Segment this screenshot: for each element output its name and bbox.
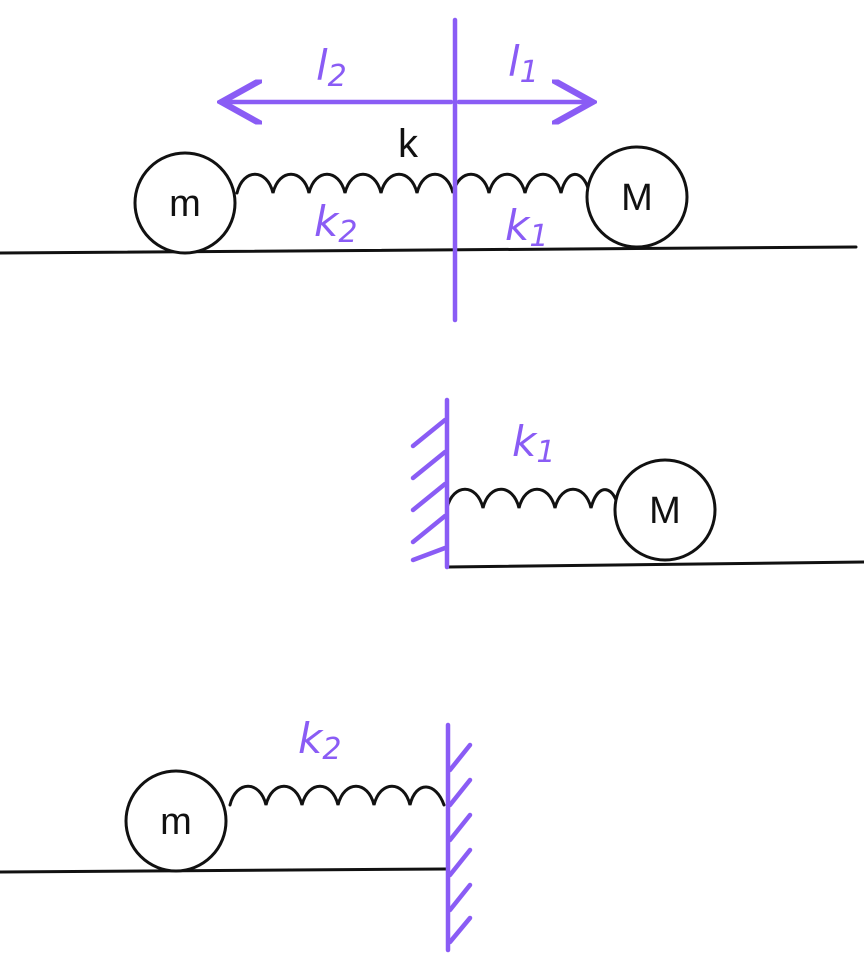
middle-wall-hatching bbox=[410, 417, 448, 563]
bottom-mass-m-label: m bbox=[160, 801, 192, 843]
top-system: m M k l2 l1 k2 k1 bbox=[0, 17, 858, 323]
top-spring-k2-label: k2 bbox=[314, 197, 357, 250]
top-length-left-label: l2 bbox=[316, 41, 347, 94]
top-mass-M bbox=[585, 145, 689, 249]
middle-spring-k1-label: k1 bbox=[512, 417, 555, 470]
bottom-wall-hatching bbox=[447, 742, 473, 945]
top-mass-M-label: M bbox=[621, 177, 653, 219]
top-length-right-label: l1 bbox=[508, 37, 539, 90]
bottom-spring-coil bbox=[228, 784, 446, 807]
top-mass-m-label: m bbox=[169, 183, 201, 225]
middle-system: M k1 bbox=[410, 397, 864, 570]
top-spring-coil bbox=[235, 172, 590, 195]
top-mass-m bbox=[133, 151, 237, 255]
bottom-mass-m bbox=[124, 769, 228, 873]
middle-floor-line bbox=[445, 560, 864, 569]
top-spring-k1-label: k1 bbox=[505, 201, 548, 254]
middle-spring-coil bbox=[445, 487, 618, 510]
bottom-floor-line bbox=[0, 867, 448, 874]
bottom-spring-k2-label: k2 bbox=[298, 714, 341, 767]
middle-mass-M-label: M bbox=[649, 490, 681, 532]
middle-mass-M bbox=[613, 458, 717, 562]
bottom-system: m k2 bbox=[0, 714, 473, 953]
top-spring-k-label: k bbox=[398, 122, 419, 166]
top-floor-line bbox=[0, 245, 858, 255]
